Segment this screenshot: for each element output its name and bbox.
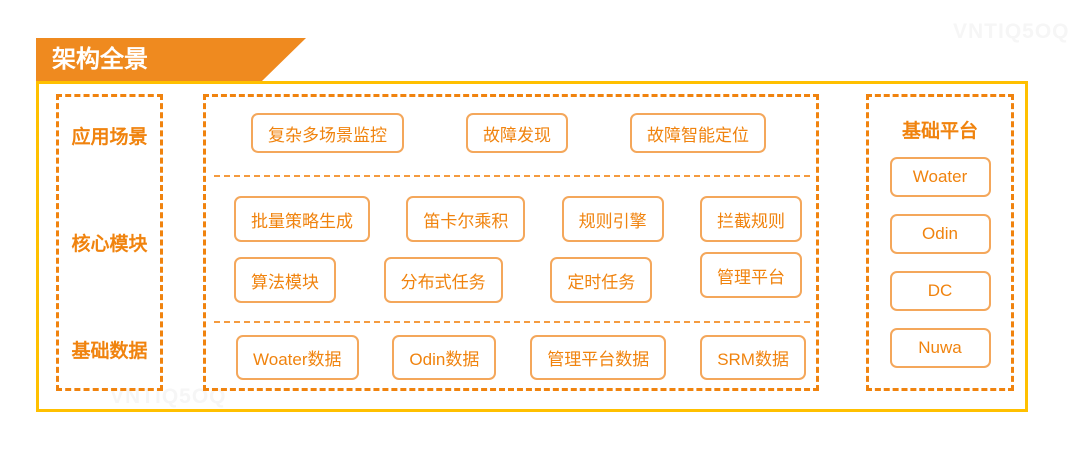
- platform-panel-title: 基础平台: [901, 121, 978, 142]
- watermark-text-top: VNTIQ5OQ: [953, 20, 1070, 43]
- module-box: 管理平台: [699, 252, 802, 298]
- module-row-1: 批量策略生成 笛卡尔乘积 规则引擎 拦截规则: [234, 196, 802, 242]
- data-box: SRM数据: [700, 335, 806, 380]
- platform-box: Woater: [889, 157, 991, 197]
- platform-box: DC: [889, 271, 991, 311]
- module-box: 批量策略生成: [234, 196, 370, 242]
- module-box: 规则引擎: [561, 196, 664, 242]
- modules-panel: 复杂多场景监控 故障发现 故障智能定位 批量策略生成 笛卡尔乘积 规则引擎 拦截…: [203, 94, 819, 391]
- platform-panel: 基础平台 Woater Odin DC Nuwa: [866, 94, 1014, 391]
- scenario-box: 故障发现: [466, 113, 568, 153]
- layer-label-basic-data: 基础数据: [71, 341, 148, 362]
- data-box: Woater数据: [236, 335, 359, 380]
- data-box: 管理平台数据: [530, 335, 667, 380]
- platform-box: Odin: [889, 214, 991, 254]
- platform-box: Nuwa: [889, 328, 991, 368]
- module-row-2: 算法模块 分布式任务 定时任务 管理平台: [234, 252, 802, 303]
- scenario-box: 故障智能定位: [630, 113, 766, 153]
- scenario-box: 复杂多场景监控: [251, 113, 404, 153]
- module-box: 分布式任务: [383, 257, 503, 303]
- scenario-row: 复杂多场景监控 故障发现 故障智能定位: [251, 113, 766, 153]
- dashed-separator: [214, 321, 810, 323]
- layer-label-application-scenarios: 应用场景: [71, 127, 148, 148]
- module-box: 算法模块: [234, 257, 336, 303]
- module-box: 定时任务: [550, 257, 653, 303]
- layer-labels-panel: 应用场景 核心模块 基础数据: [56, 94, 163, 391]
- layer-label-core-modules: 核心模块: [71, 234, 148, 255]
- module-box: 笛卡尔乘积: [406, 196, 526, 242]
- architecture-panel: 应用场景 核心模块 基础数据 复杂多场景监控 故障发现 故障智能定位 批量策略生…: [36, 81, 1028, 412]
- data-box: Odin数据: [392, 335, 497, 380]
- data-row: Woater数据 Odin数据 管理平台数据 SRM数据: [236, 335, 806, 380]
- dashed-separator: [214, 175, 810, 177]
- module-box: 拦截规则: [699, 196, 802, 242]
- banner-title: 架构全景: [36, 38, 306, 81]
